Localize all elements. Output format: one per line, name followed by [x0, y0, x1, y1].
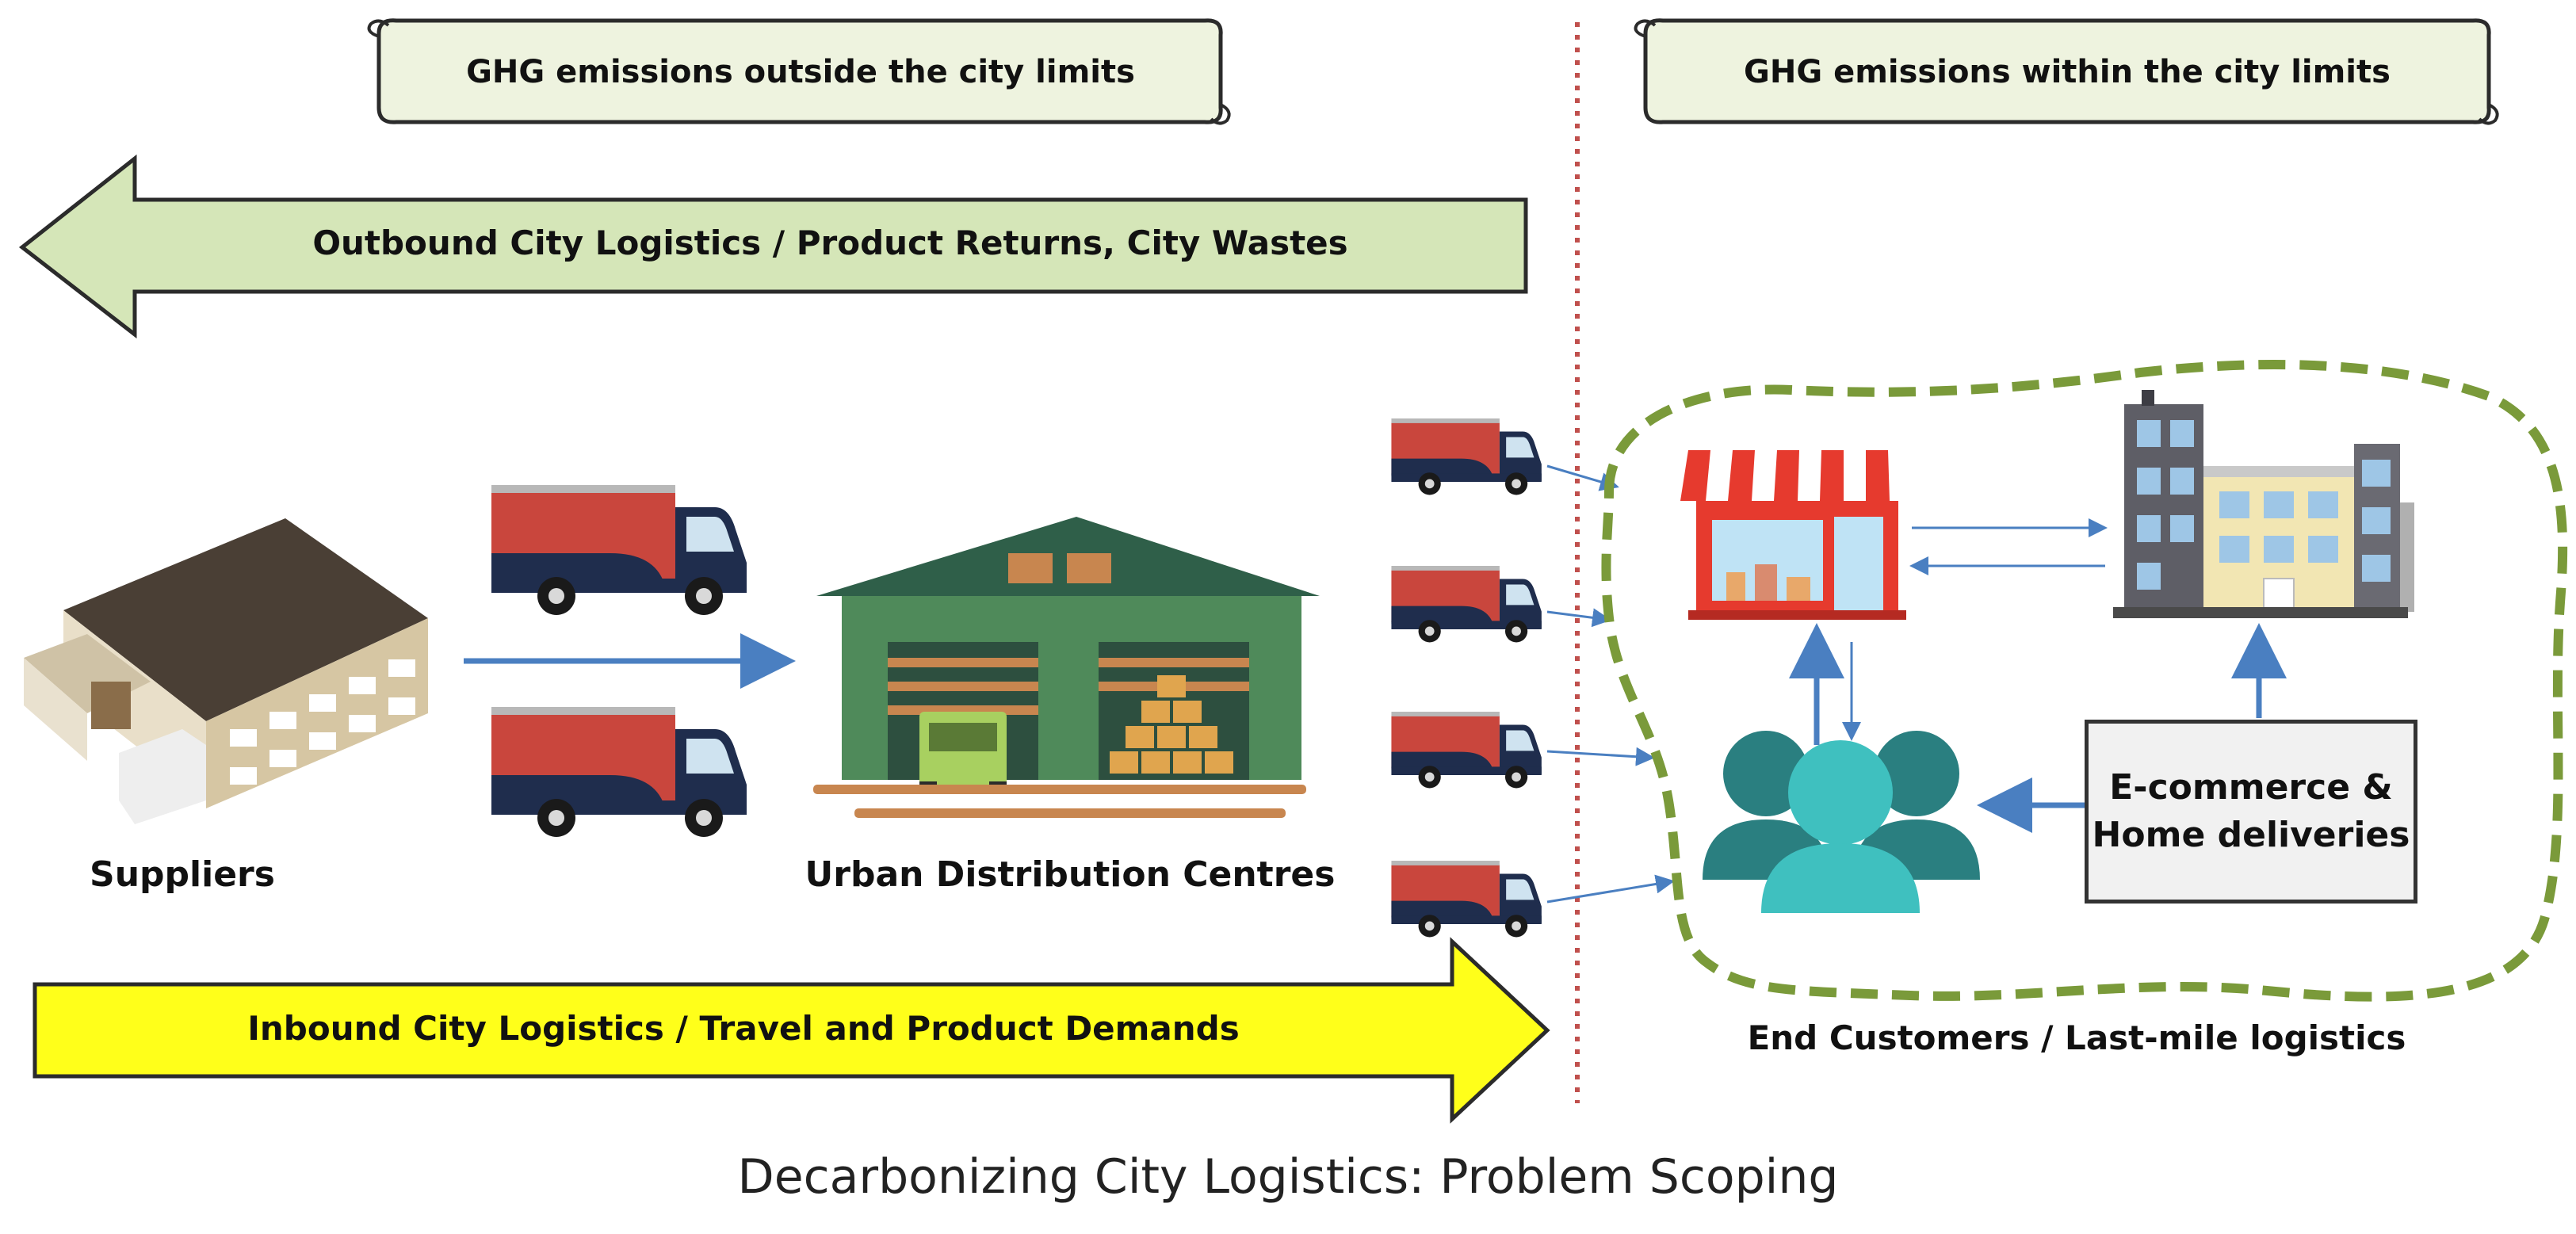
ecommerce-box: E-commerce & Home deliveries [2085, 720, 2417, 904]
inbound-arrow [32, 937, 1550, 1124]
suppliers-label: Suppliers [90, 854, 275, 895]
udc-label: Urban Distribution Centres [805, 854, 1336, 895]
outbound-arrow-label: Outbound City Logistics / Product Return… [312, 223, 1348, 262]
distribution-centre-icon [813, 517, 1320, 818]
outbound-arrow [18, 154, 1528, 339]
shop-icon [1680, 450, 1914, 620]
within-limits-scroll [1634, 18, 2499, 125]
outside-limits-scroll [367, 18, 1231, 125]
ecommerce-line-1: E-commerce & [2109, 767, 2393, 808]
apartment-building-icon [2113, 390, 2414, 618]
delivery-truck-icon [1391, 712, 1542, 789]
delivery-truck-icon [491, 707, 747, 837]
inbound-arrow-label: Inbound City Logistics / Travel and Prod… [247, 1009, 1240, 1048]
delivery-truck-icon [1391, 861, 1542, 938]
customers-group-icon [1703, 731, 1980, 913]
delivery-truck-icon [1391, 566, 1542, 643]
outside-limits-label: GHG emissions outside the city limits [466, 54, 1135, 90]
delivery-truck-icon [1391, 418, 1542, 495]
end-customers-label: End Customers / Last-mile logistics [1747, 1018, 2406, 1057]
end-customer-zone [1601, 360, 2568, 1002]
within-limits-label: GHG emissions within the city limits [1744, 54, 2391, 90]
supplier-warehouse-icon [24, 518, 428, 824]
delivery-truck-icon [491, 485, 747, 615]
figure-caption: Decarbonizing City Logistics: Problem Sc… [737, 1149, 1839, 1205]
ecommerce-line-2: Home deliveries [2092, 815, 2410, 855]
